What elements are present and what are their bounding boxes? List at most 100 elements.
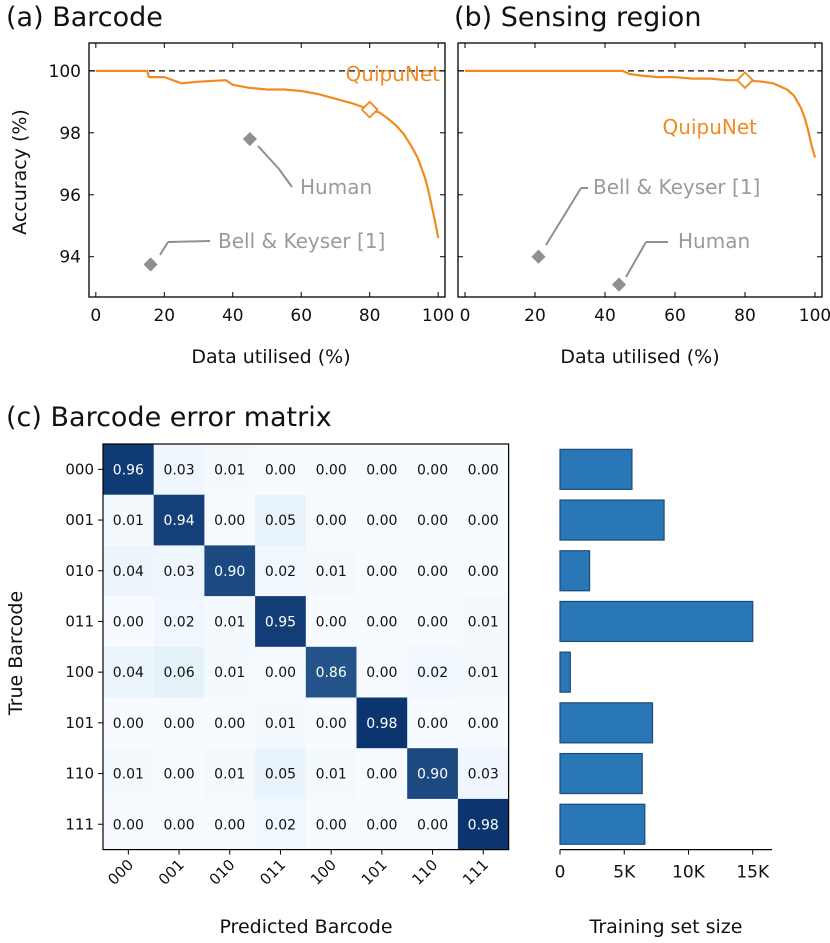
bar xyxy=(559,499,665,541)
matrix-cell xyxy=(153,748,205,800)
matrix-cell xyxy=(255,748,307,800)
matrix-cell-value: 0.04 xyxy=(113,564,144,580)
matrix-xtick-label: 010 xyxy=(206,856,239,889)
panel-b-leader-line xyxy=(625,241,647,278)
matrix-cell xyxy=(356,494,408,546)
panel-b-series-line xyxy=(465,69,817,158)
matrix-cell-value: 0.00 xyxy=(113,716,144,732)
matrix-cell xyxy=(407,444,459,496)
matrix-cell-value: 0.00 xyxy=(265,462,296,478)
matrix-cell-value: 0.00 xyxy=(316,716,347,732)
bar xyxy=(559,448,633,490)
panel-b-xlabel: Data utilised (%) xyxy=(560,346,719,368)
matrix-cell-value: 0.06 xyxy=(163,665,194,681)
matrix-cell xyxy=(305,596,357,648)
matrix-cell-value: 0.00 xyxy=(417,462,448,478)
matrix-cell-value: 0.01 xyxy=(468,614,499,630)
panel-a-xtick-label: 100 xyxy=(422,306,454,326)
matrix-cell-value: 0.03 xyxy=(468,767,499,783)
matrix-cell xyxy=(255,494,307,546)
bars-xtick-label: 0 xyxy=(555,863,566,883)
matrix-cell xyxy=(356,798,408,851)
matrix-cell-value: 0.00 xyxy=(265,665,296,681)
matrix-cell-value: 0.00 xyxy=(417,513,448,529)
panel-a-xtick-label: 40 xyxy=(222,306,244,326)
matrix-cell xyxy=(305,494,357,546)
matrix-cell xyxy=(153,494,205,546)
matrix-cell xyxy=(305,646,357,698)
matrix-cell-value: 0.01 xyxy=(214,462,245,478)
matrix-cell-value: 0.01 xyxy=(316,564,347,580)
matrix-cell-value: 0.01 xyxy=(468,665,499,681)
panel-b-leader-line xyxy=(545,187,582,246)
panel-a-series-label: QuipuNet xyxy=(346,62,441,86)
panel-b-point-label: Human xyxy=(678,229,750,253)
matrix-cell xyxy=(305,444,357,496)
matrix-cell xyxy=(103,646,155,698)
matrix-ytick-label: 101 xyxy=(65,714,94,732)
matrix-cell xyxy=(457,494,510,546)
panel-b-series-label: QuipuNet xyxy=(663,115,758,139)
matrix-cell-value: 0.01 xyxy=(214,665,245,681)
panel-d-xlabel: Training set size xyxy=(589,916,743,938)
matrix-cell-value: 0.01 xyxy=(113,513,144,529)
matrix-ytick-label: 111 xyxy=(65,815,94,833)
matrix-cell xyxy=(103,545,155,597)
panel-c-ylabel: True Barcode xyxy=(5,591,27,716)
bar xyxy=(559,600,754,643)
matrix-cell xyxy=(457,444,510,496)
matrix-cell-value: 0.00 xyxy=(366,614,397,630)
matrix-cell xyxy=(204,798,256,851)
matrix-ytick-label: 100 xyxy=(65,663,94,681)
bar xyxy=(559,702,654,744)
matrix-cell-value: 0.00 xyxy=(163,817,194,833)
matrix-cell xyxy=(204,748,256,800)
matrix-cell-value: 0.01 xyxy=(113,767,144,783)
matrix-cell-value: 0.03 xyxy=(163,462,194,478)
matrix-cell xyxy=(153,697,205,749)
matrix-cell-value: 0.96 xyxy=(113,462,144,478)
matrix-cell-value: 0.00 xyxy=(468,513,499,529)
matrix-xtick-label: 101 xyxy=(358,856,391,889)
matrix-cell xyxy=(356,545,408,597)
matrix-cell xyxy=(305,697,357,749)
matrix-cell xyxy=(255,697,307,749)
matrix-cell-value: 0.00 xyxy=(214,716,245,732)
panel-b-highlight-point xyxy=(735,71,755,90)
panel-b-title: (b) Sensing region xyxy=(454,2,701,33)
matrix-cell xyxy=(407,697,459,749)
matrix-cell xyxy=(407,596,459,648)
matrix-cell xyxy=(153,444,205,496)
bar xyxy=(559,803,646,845)
matrix-cell-value: 0.05 xyxy=(265,513,296,529)
bar xyxy=(559,550,591,592)
bar xyxy=(559,752,643,795)
matrix-cell xyxy=(103,748,155,800)
matrix-cell-value: 0.00 xyxy=(366,817,397,833)
matrix-cell-value: 0.00 xyxy=(366,462,397,478)
panel-a-xtick-label: 0 xyxy=(90,306,101,326)
matrix-cell xyxy=(356,748,408,800)
panel-a-xtick-label: 80 xyxy=(359,306,381,326)
matrix-cell-value: 0.00 xyxy=(417,614,448,630)
matrix-cell xyxy=(356,596,408,648)
matrix-cell xyxy=(153,545,205,597)
matrix-ytick-label: 010 xyxy=(65,562,94,580)
panel-b-frame xyxy=(457,42,823,298)
matrix-ytick-label: 001 xyxy=(65,511,94,529)
bars-xtick-label: 15K xyxy=(736,863,770,883)
matrix-cell-value: 0.00 xyxy=(316,614,347,630)
matrix-cell xyxy=(457,545,510,597)
matrix-cell xyxy=(457,596,510,648)
matrix-cell-value: 0.00 xyxy=(468,564,499,580)
matrix-cell-value: 0.04 xyxy=(113,665,144,681)
matrix-cell-value: 0.00 xyxy=(113,817,144,833)
panel-a-point xyxy=(143,257,158,272)
matrix-cell-value: 0.00 xyxy=(417,817,448,833)
matrix-cell xyxy=(457,646,510,698)
matrix-cell-value: 0.94 xyxy=(163,513,194,529)
matrix-cell-value: 0.02 xyxy=(163,614,194,630)
matrix-cell xyxy=(103,697,155,749)
panel-b-xtick-label: 0 xyxy=(460,306,471,326)
